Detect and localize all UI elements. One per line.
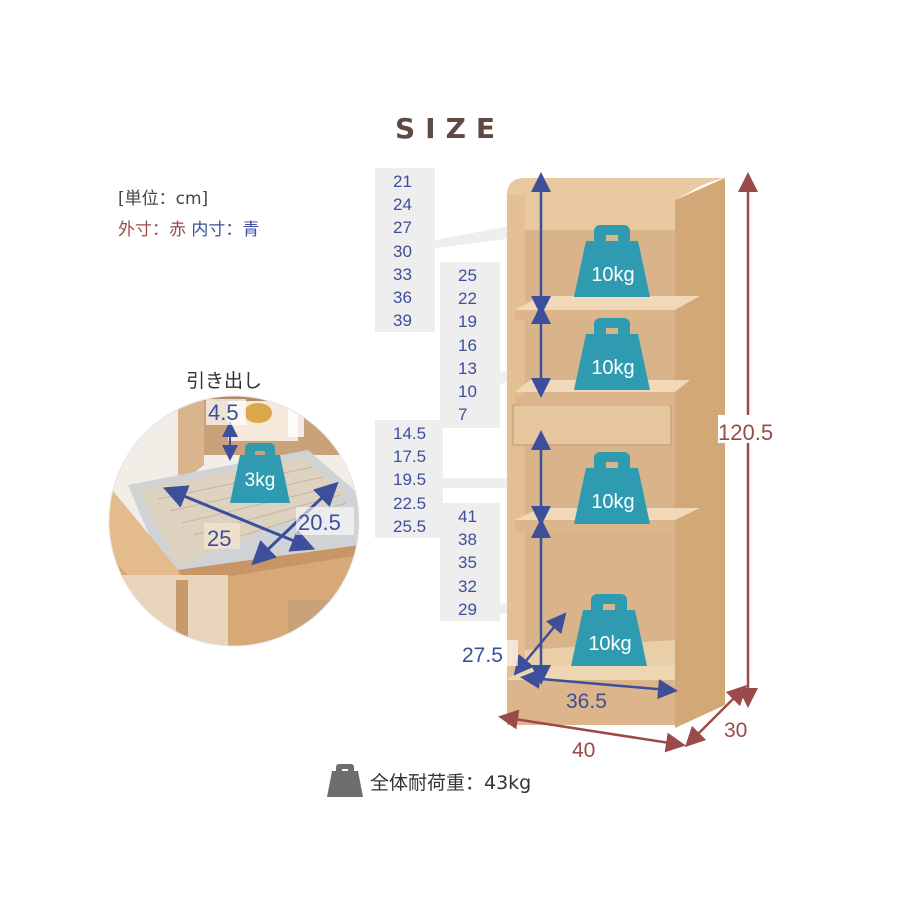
drawer-length-label: 20.5 bbox=[298, 510, 341, 535]
page-title: SIZE bbox=[394, 112, 505, 145]
outer-depth-label: 30 bbox=[724, 719, 747, 742]
shelf-height-value: 7 bbox=[458, 405, 468, 425]
shelf-height-value: 39 bbox=[393, 311, 412, 331]
shelf-load-label: 10kg bbox=[591, 357, 634, 379]
shelf-height-value: 24 bbox=[393, 195, 412, 215]
color-legend: 外寸：赤 内寸：青 bbox=[118, 215, 259, 240]
unit-label: [単位：cm] bbox=[118, 189, 209, 209]
outer-depth-arrow bbox=[684, 684, 748, 748]
shelf-height-value: 19.5 bbox=[393, 470, 427, 490]
shelf-load-label: 10kg bbox=[588, 633, 631, 655]
shelf-height-value: 10 bbox=[458, 382, 477, 402]
drawer-title: 引き出し bbox=[186, 370, 263, 392]
inner-width-arrow bbox=[520, 668, 678, 700]
drawer-depth-label: 4.5 bbox=[208, 400, 239, 425]
shelf-height-value: 27 bbox=[393, 218, 412, 238]
inner-depth-arrow bbox=[513, 612, 567, 676]
outer-width-arrow bbox=[498, 709, 686, 753]
drawer-length-arrow bbox=[251, 481, 339, 566]
inner-width-label: 36.5 bbox=[566, 690, 607, 713]
drawer-load-label: 3kg bbox=[245, 470, 276, 491]
total-load-label: 全体耐荷重：43kg bbox=[370, 772, 532, 794]
shelf-height-value: 32 bbox=[458, 576, 477, 596]
shelf-height-value: 25 bbox=[458, 266, 477, 285]
shelf-height-value: 22 bbox=[458, 289, 477, 309]
second-shelf-heights: 25 22 19 16 13 10 7 bbox=[440, 262, 500, 428]
shelf-height-value: 17.5 bbox=[393, 447, 427, 467]
shelf-height-value: 35 bbox=[458, 553, 477, 573]
weight-icon: 3kg bbox=[230, 443, 290, 503]
shelf-height-value: 21 bbox=[393, 172, 412, 191]
shelf-height-value: 41 bbox=[458, 507, 477, 526]
shelf-height-value: 36 bbox=[393, 288, 412, 308]
shelf-height-value: 19 bbox=[458, 312, 477, 332]
third-shelf-heights: 14.5 17.5 19.5 22.5 25.5 bbox=[375, 420, 443, 538]
drawer-width-label: 25 bbox=[207, 526, 231, 551]
outer-height-label: 120.5 bbox=[718, 420, 773, 445]
shelf-height-value: 16 bbox=[458, 335, 477, 355]
shelf-load-label: 10kg bbox=[591, 264, 634, 286]
drawer-photo: 4.5 25 20.5 3kg bbox=[108, 395, 360, 647]
shelf-height-value: 29 bbox=[458, 599, 477, 619]
shelf-height-value: 13 bbox=[458, 358, 477, 378]
outer-width-label: 40 bbox=[572, 739, 595, 760]
shelf-height-value: 38 bbox=[458, 530, 477, 550]
outer-size-legend: 外寸：赤 bbox=[118, 220, 186, 240]
inner-depth-label: 27.5 bbox=[462, 644, 503, 667]
shelf-height-value: 33 bbox=[393, 264, 412, 284]
shelf-illustration: 27.5 36.5 10kg 10kg 10kg 10kg 120.5 40 3… bbox=[435, 172, 782, 760]
shelf-load-label: 10kg bbox=[591, 491, 634, 513]
shelf-height-value: 14.5 bbox=[393, 424, 427, 443]
top-shelf-heights: 21 24 27 30 33 36 39 bbox=[375, 168, 435, 332]
bottom-shelf-heights: 41 38 35 32 29 bbox=[440, 503, 500, 621]
inner-size-legend: 内寸：青 bbox=[191, 220, 260, 240]
shelf-height-value: 22.5 bbox=[393, 493, 427, 513]
shelf-height-value: 30 bbox=[393, 241, 412, 261]
weight-icon bbox=[327, 764, 363, 797]
shelf-height-value: 25.5 bbox=[393, 516, 427, 536]
